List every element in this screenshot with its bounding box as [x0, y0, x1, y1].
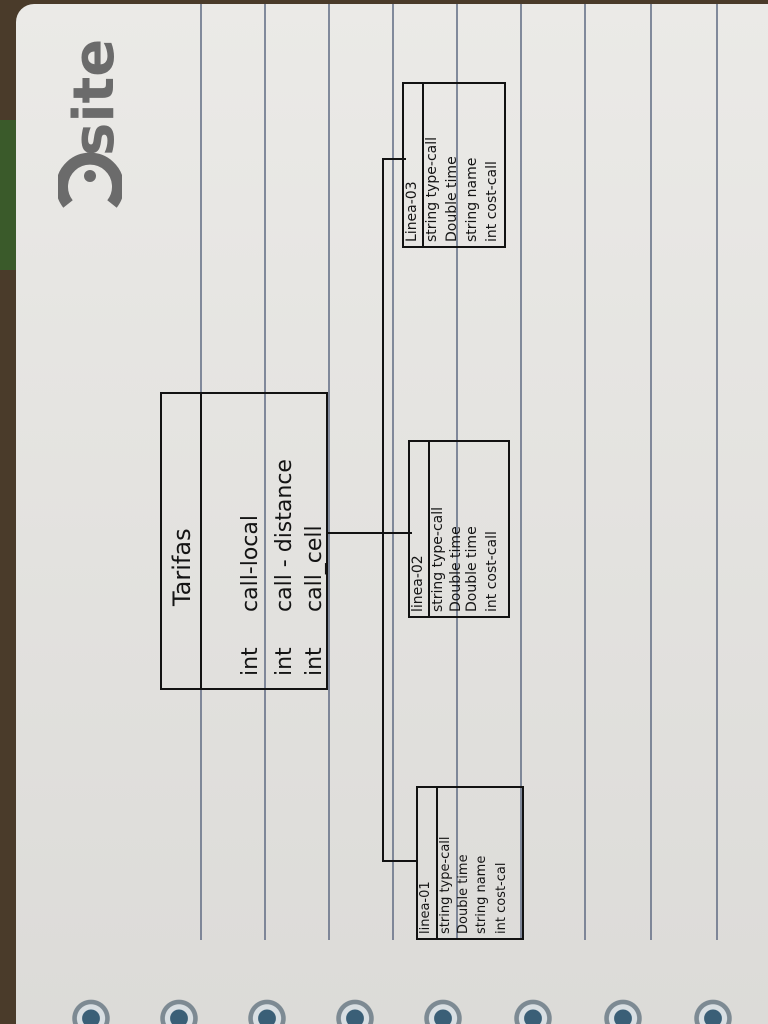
attr-line: Double time [456, 854, 471, 934]
uml-class-linea-02 [408, 440, 510, 618]
attr-name: call_cell [302, 525, 327, 612]
ruled-line [520, 4, 522, 940]
attr-line: string type-call [424, 136, 440, 242]
uml-class-divider [422, 84, 424, 246]
attr-line: string name [474, 855, 489, 934]
logo-text: site [62, 38, 127, 156]
class-name-linea-01: linea-01 [418, 881, 433, 934]
class-name-linea-02: linea-02 [410, 555, 426, 612]
attr-name: call - distance [272, 459, 297, 612]
ruled-line [328, 4, 330, 940]
uml-class-linea-01 [416, 786, 524, 940]
uml-class-divider [436, 788, 438, 938]
spiral-ring [70, 996, 112, 1024]
connector-to-linea-03 [382, 158, 406, 160]
spiral-ring [334, 996, 376, 1024]
spiral-ring [422, 996, 464, 1024]
site-logo-mark [56, 152, 124, 208]
attr-line: string type-call [438, 836, 453, 934]
class-name-tarifas: Tarifas [168, 528, 196, 606]
ruled-line [716, 4, 718, 940]
ruled-line [392, 4, 394, 940]
spiral-ring [692, 996, 734, 1024]
attr-type: int [238, 647, 263, 676]
ruled-line [650, 4, 652, 940]
attr-line: string name [464, 157, 480, 242]
spiral-binding [0, 984, 768, 1024]
ruled-line [264, 4, 266, 940]
site-logo: site [56, 6, 127, 216]
class-name-linea-03: Linea-03 [404, 181, 420, 242]
attr-line: Double time [464, 526, 480, 612]
uml-class-divider [200, 394, 202, 688]
attr-line: int cost-cal [494, 862, 509, 934]
background-object [0, 120, 18, 270]
connector-to-linea-02 [382, 532, 412, 534]
connector-bus [382, 158, 384, 862]
connector-to-linea-01 [382, 860, 418, 862]
attr-name: call-local [238, 514, 263, 612]
attr-type: int [272, 647, 297, 676]
spiral-ring [246, 996, 288, 1024]
attr-line: int cost-call [484, 531, 500, 612]
attr-line: int cost-call [484, 161, 500, 242]
connector-main-to-bus [326, 532, 384, 534]
ruled-line [456, 4, 458, 940]
uml-class-tarifas [160, 392, 328, 690]
ruled-line [584, 4, 586, 940]
attr-line: Double time [448, 526, 464, 612]
attr-type: int [302, 647, 327, 676]
spiral-ring [602, 996, 644, 1024]
uml-class-divider [428, 442, 430, 616]
spiral-ring [512, 996, 554, 1024]
attr-line: Double time [444, 156, 460, 242]
attr-line: string type-call [430, 506, 446, 612]
spiral-ring [158, 996, 200, 1024]
uml-class-linea-03 [402, 82, 506, 248]
